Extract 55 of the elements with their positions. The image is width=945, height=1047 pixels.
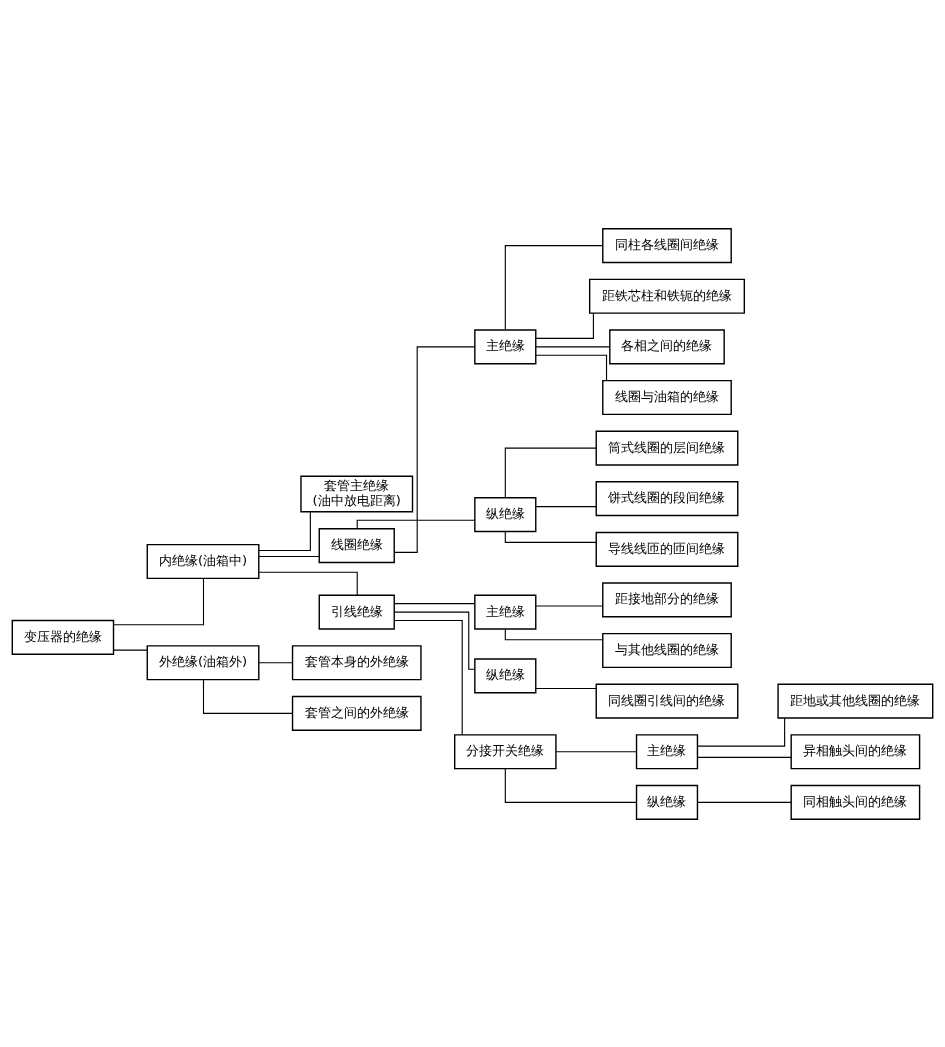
connector xyxy=(394,602,476,604)
node-box: 距铁芯柱和铁轭的绝缘 xyxy=(588,278,746,314)
connector xyxy=(535,505,597,507)
node-box: 距地或其他线圈的绝缘 xyxy=(777,683,934,719)
node-box: 同相触头间的绝缘 xyxy=(790,784,921,820)
node-box: 饼式线圈的段间绝缘 xyxy=(595,480,739,516)
node-box: 套管主绝缘 (油中放电距离) xyxy=(300,475,414,513)
connector xyxy=(393,619,463,735)
connector xyxy=(258,661,294,663)
connector xyxy=(697,801,792,803)
connector xyxy=(535,345,611,347)
connector xyxy=(535,312,594,339)
connector xyxy=(535,604,604,607)
node-box: 各相之间的绝缘 xyxy=(609,328,725,364)
node-box: 纵绝缘 xyxy=(474,657,537,693)
node-box: 距接地部分的绝缘 xyxy=(602,581,732,617)
node-box: 主绝缘 xyxy=(474,328,537,364)
connector xyxy=(258,571,358,596)
connector xyxy=(113,577,205,625)
connector xyxy=(258,510,311,551)
node-box: 套管之间的外绝缘 xyxy=(291,695,422,731)
node-box: 分接开关绝缘 xyxy=(454,733,557,769)
node-box: 纵绝缘 xyxy=(635,784,699,820)
connector xyxy=(504,628,604,640)
node-box: 同柱各线圈间绝缘 xyxy=(602,227,732,263)
connector xyxy=(535,687,597,689)
node-box: 与其他线圈的绝缘 xyxy=(602,632,732,668)
node-box: 主绝缘 xyxy=(474,594,537,630)
connector xyxy=(504,530,597,543)
node-box: 线圈与油箱的绝缘 xyxy=(602,379,732,415)
node-box: 内绝缘(油箱中) xyxy=(146,543,260,579)
node-box: 主绝缘 xyxy=(635,733,699,769)
node-box: 套管本身的外绝缘 xyxy=(291,644,422,680)
connector xyxy=(697,717,786,747)
connector xyxy=(356,519,476,529)
node-box: 引线绝缘 xyxy=(318,594,395,630)
connector xyxy=(113,649,148,651)
node-box: 纵绝缘 xyxy=(474,496,537,532)
node-box: 导线线匝的匝间绝缘 xyxy=(595,531,739,567)
node-box: 线圈绝缘 xyxy=(318,527,395,563)
node-box: 异相触头间的绝缘 xyxy=(790,733,921,769)
connector xyxy=(393,345,476,553)
connector xyxy=(535,354,608,381)
connector xyxy=(202,678,293,714)
node-box: 外绝缘(油箱外) xyxy=(146,644,260,680)
connector xyxy=(504,244,604,330)
connector xyxy=(555,750,637,752)
connector xyxy=(504,447,597,498)
node-box: 变压器的绝缘 xyxy=(11,619,115,655)
connector xyxy=(504,767,637,803)
connector xyxy=(697,756,792,758)
node-box: 筒式线圈的层间绝缘 xyxy=(595,430,739,466)
connector xyxy=(258,555,320,557)
node-box: 同线圈引线间的绝缘 xyxy=(595,683,739,719)
connector xyxy=(393,611,476,670)
